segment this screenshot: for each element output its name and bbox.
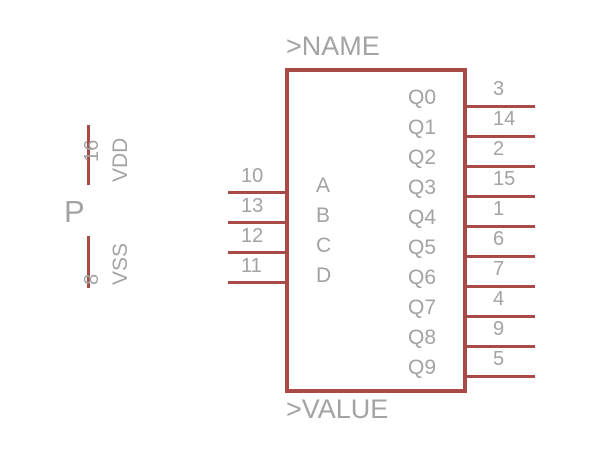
input-port-label-b: B: [316, 204, 331, 227]
power-pin-vss-number: 8: [81, 273, 103, 285]
output-pin-q9-wire: [465, 375, 535, 378]
output-pin-q3-wire: [465, 195, 535, 198]
output-pin-q7-wire: [465, 315, 535, 318]
input-pin-c-number: 12: [241, 225, 264, 247]
output-port-label-q7: Q7: [408, 296, 437, 319]
input-port-label-d: D: [316, 264, 332, 287]
output-port-label-q1: Q1: [408, 116, 437, 139]
input-pin-c-wire: [228, 251, 287, 254]
output-pin-q8-wire: [465, 345, 535, 348]
input-pin-b-wire: [228, 221, 287, 224]
output-port-label-q2: Q2: [408, 146, 437, 169]
input-port-label-c: C: [316, 234, 332, 257]
output-pin-q6-wire: [465, 285, 535, 288]
output-pin-q7-number: 4: [493, 288, 505, 310]
output-port-label-q8: Q8: [408, 326, 437, 349]
power-pin-vss-wire: [87, 236, 90, 288]
power-pin-vss-label: VSS: [109, 242, 132, 285]
output-pin-q1-wire: [465, 135, 535, 138]
input-port-label-a: A: [316, 174, 331, 197]
output-port-label-q0: Q0: [408, 86, 437, 109]
input-pin-a-wire: [228, 191, 287, 194]
output-port-label-q4: Q4: [408, 206, 437, 229]
power-pin-vdd-label: VDD: [109, 137, 132, 182]
output-pin-q5-number: 6: [493, 228, 505, 250]
power-pin-vdd-wire: [87, 125, 90, 185]
name-attribute-text: >NAME: [286, 31, 380, 61]
output-pin-q5-wire: [465, 255, 535, 258]
power-gate-letter: P: [64, 194, 85, 229]
output-pin-q4-number: 1: [493, 198, 505, 220]
input-pin-b-number: 13: [241, 195, 264, 217]
output-pin-q0-number: 3: [493, 78, 505, 100]
output-pin-q3-number: 15: [493, 168, 516, 190]
power-pin-vdd-number: 16: [81, 139, 103, 162]
output-port-label-q6: Q6: [408, 266, 437, 289]
output-pin-q6-number: 7: [493, 258, 505, 280]
output-pin-q4-wire: [465, 225, 535, 228]
value-attribute-text: >VALUE: [286, 394, 389, 424]
output-pin-q8-number: 9: [493, 318, 505, 340]
output-port-label-q3: Q3: [408, 176, 437, 199]
output-pin-q0-wire: [465, 105, 535, 108]
output-pin-q1-number: 14: [493, 108, 516, 130]
input-pin-d-number: 11: [241, 255, 262, 277]
input-pin-d-wire: [228, 281, 287, 284]
output-pin-q2-number: 2: [493, 138, 505, 160]
input-pin-a-number: 10: [241, 165, 264, 187]
output-pin-q2-wire: [465, 165, 535, 168]
output-port-label-q9: Q9: [408, 356, 437, 379]
output-port-label-q5: Q5: [408, 236, 437, 259]
symbol-body-outline: [285, 68, 467, 393]
output-pin-q9-number: 5: [493, 348, 505, 370]
